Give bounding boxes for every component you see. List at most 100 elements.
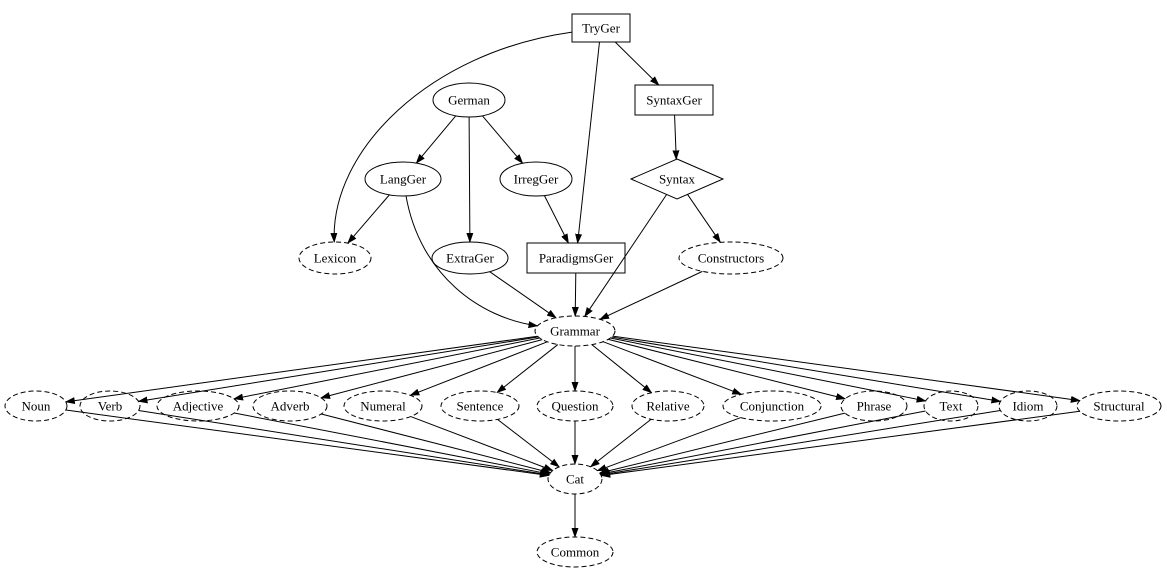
edge-text-cat bbox=[599, 410, 926, 476]
node-paradigmsger: ParadigmsGer bbox=[526, 242, 626, 274]
edge-idiom-cat bbox=[599, 409, 1001, 477]
node-shape bbox=[432, 82, 506, 118]
node-syntax: Syntax bbox=[629, 158, 725, 200]
edge-grammar-adverb bbox=[320, 339, 543, 399]
edge-phrase-cat bbox=[598, 412, 846, 475]
node-idiom: Idiom bbox=[998, 390, 1058, 422]
node-structural: Structural bbox=[1076, 390, 1162, 422]
edge-structural-cat bbox=[600, 410, 1080, 478]
node-extrager: ExtraGer bbox=[431, 241, 509, 275]
node-label: Adjective bbox=[173, 398, 224, 413]
edge-grammar-structural bbox=[612, 335, 1081, 403]
node-label: Constructors bbox=[698, 250, 764, 265]
node-irregger: IrregGer bbox=[499, 161, 573, 197]
node-shape bbox=[364, 161, 442, 197]
node-label: Structural bbox=[1093, 398, 1145, 413]
node-label: Syntax bbox=[659, 171, 696, 186]
node-label: Numeral bbox=[360, 398, 406, 413]
node-label: LangGer bbox=[380, 171, 427, 186]
node-adverb: Adverb bbox=[252, 390, 328, 422]
edge-paradigmsger-grammar bbox=[571, 272, 579, 317]
edge-numeral-cat bbox=[410, 416, 554, 471]
node-shape bbox=[440, 390, 520, 422]
node-cat: Cat bbox=[547, 463, 603, 495]
node-shape bbox=[252, 390, 328, 422]
edge-grammar-idiom bbox=[611, 336, 1002, 404]
edge-relative-cat bbox=[589, 418, 652, 468]
node-conjunction: Conjunction bbox=[722, 390, 822, 422]
edge-grammar-numeral bbox=[409, 341, 548, 396]
node-label: TryGer bbox=[582, 20, 620, 35]
node-label: Lexicon bbox=[314, 250, 357, 265]
node-phrase: Phrase bbox=[840, 390, 908, 422]
node-shape bbox=[4, 390, 68, 422]
node-label: Idiom bbox=[1012, 398, 1043, 413]
edge-tryger-lexicon bbox=[330, 31, 573, 244]
edge-syntax-grammar bbox=[584, 194, 668, 318]
edge-conjunction-cat bbox=[596, 417, 741, 472]
edge-langger-grammar bbox=[405, 195, 539, 329]
edge-grammar-verb bbox=[137, 336, 539, 404]
edge-verb-cat bbox=[138, 409, 551, 477]
node-shape bbox=[526, 242, 626, 274]
node-shape bbox=[499, 161, 573, 197]
node-shape bbox=[923, 390, 979, 422]
edge-noun-cat bbox=[65, 409, 550, 478]
node-label: Verb bbox=[98, 398, 123, 413]
node-common: Common bbox=[536, 536, 614, 568]
edge-german-irregger bbox=[482, 115, 524, 164]
node-constructors: Constructors bbox=[678, 241, 784, 275]
node-shape bbox=[571, 13, 631, 43]
node-sentence: Sentence bbox=[440, 390, 520, 422]
node-tryger: TryGer bbox=[571, 13, 631, 43]
node-shape bbox=[631, 390, 705, 422]
edge-tryger-syntaxger bbox=[614, 41, 660, 86]
edge-tryger-paradigmsger bbox=[575, 41, 600, 244]
node-shape bbox=[722, 390, 822, 422]
node-label: SyntaxGer bbox=[646, 92, 702, 107]
node-shape bbox=[343, 390, 423, 422]
edge-grammar-relative bbox=[591, 344, 653, 394]
edge-german-extrager bbox=[466, 116, 474, 243]
node-label: Question bbox=[552, 398, 599, 413]
node-label: Relative bbox=[646, 398, 690, 413]
node-text: Text bbox=[923, 390, 979, 422]
node-numeral: Numeral bbox=[343, 390, 423, 422]
edge-syntaxger-syntax bbox=[672, 114, 680, 161]
node-adjective: Adjective bbox=[156, 390, 240, 422]
node-shape bbox=[634, 84, 714, 116]
edge-grammar-sentence bbox=[496, 344, 559, 394]
node-label: Adverb bbox=[271, 398, 310, 413]
edge-grammar-text bbox=[610, 337, 927, 403]
node-shape bbox=[998, 390, 1058, 422]
node-label: Text bbox=[940, 398, 963, 413]
node-label: Common bbox=[551, 544, 600, 559]
edge-constructors-grammar bbox=[599, 270, 703, 320]
edge-syntax-constructors bbox=[687, 194, 721, 244]
node-shape bbox=[629, 158, 725, 200]
edge-sentence-cat bbox=[497, 419, 560, 468]
node-shape bbox=[1076, 390, 1162, 422]
edge-grammar-phrase bbox=[608, 338, 847, 400]
node-label: Cat bbox=[566, 471, 584, 486]
node-label: Phrase bbox=[857, 398, 892, 413]
node-relative: Relative bbox=[631, 390, 705, 422]
edge-adjective-cat bbox=[234, 412, 551, 476]
edge-langger-lexicon bbox=[347, 194, 390, 244]
node-label: Grammar bbox=[550, 323, 600, 338]
node-shape bbox=[298, 241, 372, 275]
edge-german-langger bbox=[415, 115, 457, 164]
node-label: IrregGer bbox=[514, 171, 559, 186]
node-question: Question bbox=[536, 390, 614, 422]
node-label: Noun bbox=[22, 398, 51, 413]
edge-grammar-adjective bbox=[233, 337, 540, 401]
node-noun: Noun bbox=[4, 390, 68, 422]
node-label: Sentence bbox=[457, 398, 504, 413]
node-syntaxger: SyntaxGer bbox=[634, 84, 714, 116]
edge-grammar-conjunction bbox=[602, 341, 743, 395]
node-label: German bbox=[448, 92, 490, 107]
edge-irregger-paradigmsger bbox=[543, 195, 569, 244]
node-langger: LangGer bbox=[364, 161, 442, 197]
